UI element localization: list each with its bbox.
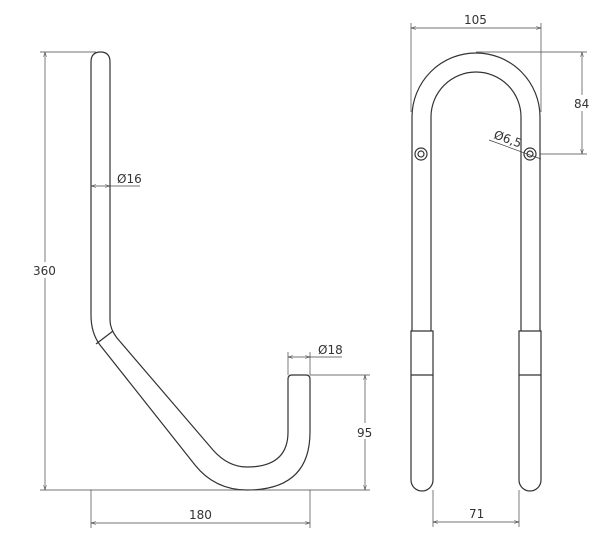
mounting-hole-left <box>414 147 428 161</box>
front-width-dim-label: 105 <box>464 13 487 27</box>
hook-end-diameter-label: Ø18 <box>318 343 343 357</box>
tube-diameter-label: Ø16 <box>117 172 142 186</box>
front-view-hook <box>410 52 542 492</box>
height-dim-label: 360 <box>33 264 56 278</box>
front-view-dimensions: 105 84 Ø6,5 71 <box>410 13 596 527</box>
side-view-hook <box>90 51 311 491</box>
hole-offset-dim-label: 84 <box>574 97 589 111</box>
hook-height-dim-label: 95 <box>357 426 372 440</box>
width-dim-label: 180 <box>189 508 212 522</box>
mounting-hole-right <box>523 147 537 161</box>
inner-spacing-dim-label: 71 <box>469 507 484 521</box>
side-view-dimensions: 360 180 95 Ø18 Ø16 <box>28 51 377 528</box>
